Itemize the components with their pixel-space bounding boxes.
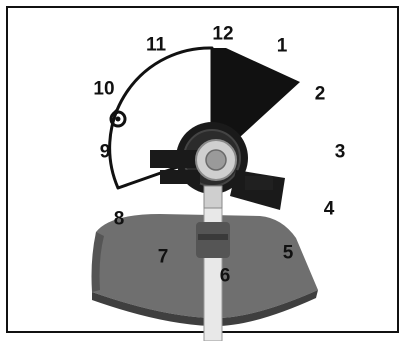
clock-number-6: 6 [220, 267, 231, 286]
clock-number-1: 1 [277, 37, 288, 56]
hub-warning-label [150, 150, 198, 168]
arm-warning-label [245, 176, 273, 190]
shaft-collar [204, 186, 222, 208]
gearhead-nut [206, 150, 226, 170]
clock-number-12: 12 [212, 25, 233, 44]
clock-number-9: 9 [100, 143, 111, 162]
clock-number-2: 2 [315, 85, 326, 104]
clock-number-8: 8 [114, 210, 125, 229]
shaft-clamp-band [198, 234, 228, 240]
clock-number-4: 4 [324, 200, 335, 219]
clock-number-7: 7 [158, 248, 169, 267]
hub-info-label [160, 170, 200, 184]
clock-number-5: 5 [283, 244, 294, 263]
clock-number-3: 3 [335, 143, 346, 162]
clock-number-10: 10 [93, 80, 114, 99]
clock-number-11: 11 [146, 36, 166, 55]
